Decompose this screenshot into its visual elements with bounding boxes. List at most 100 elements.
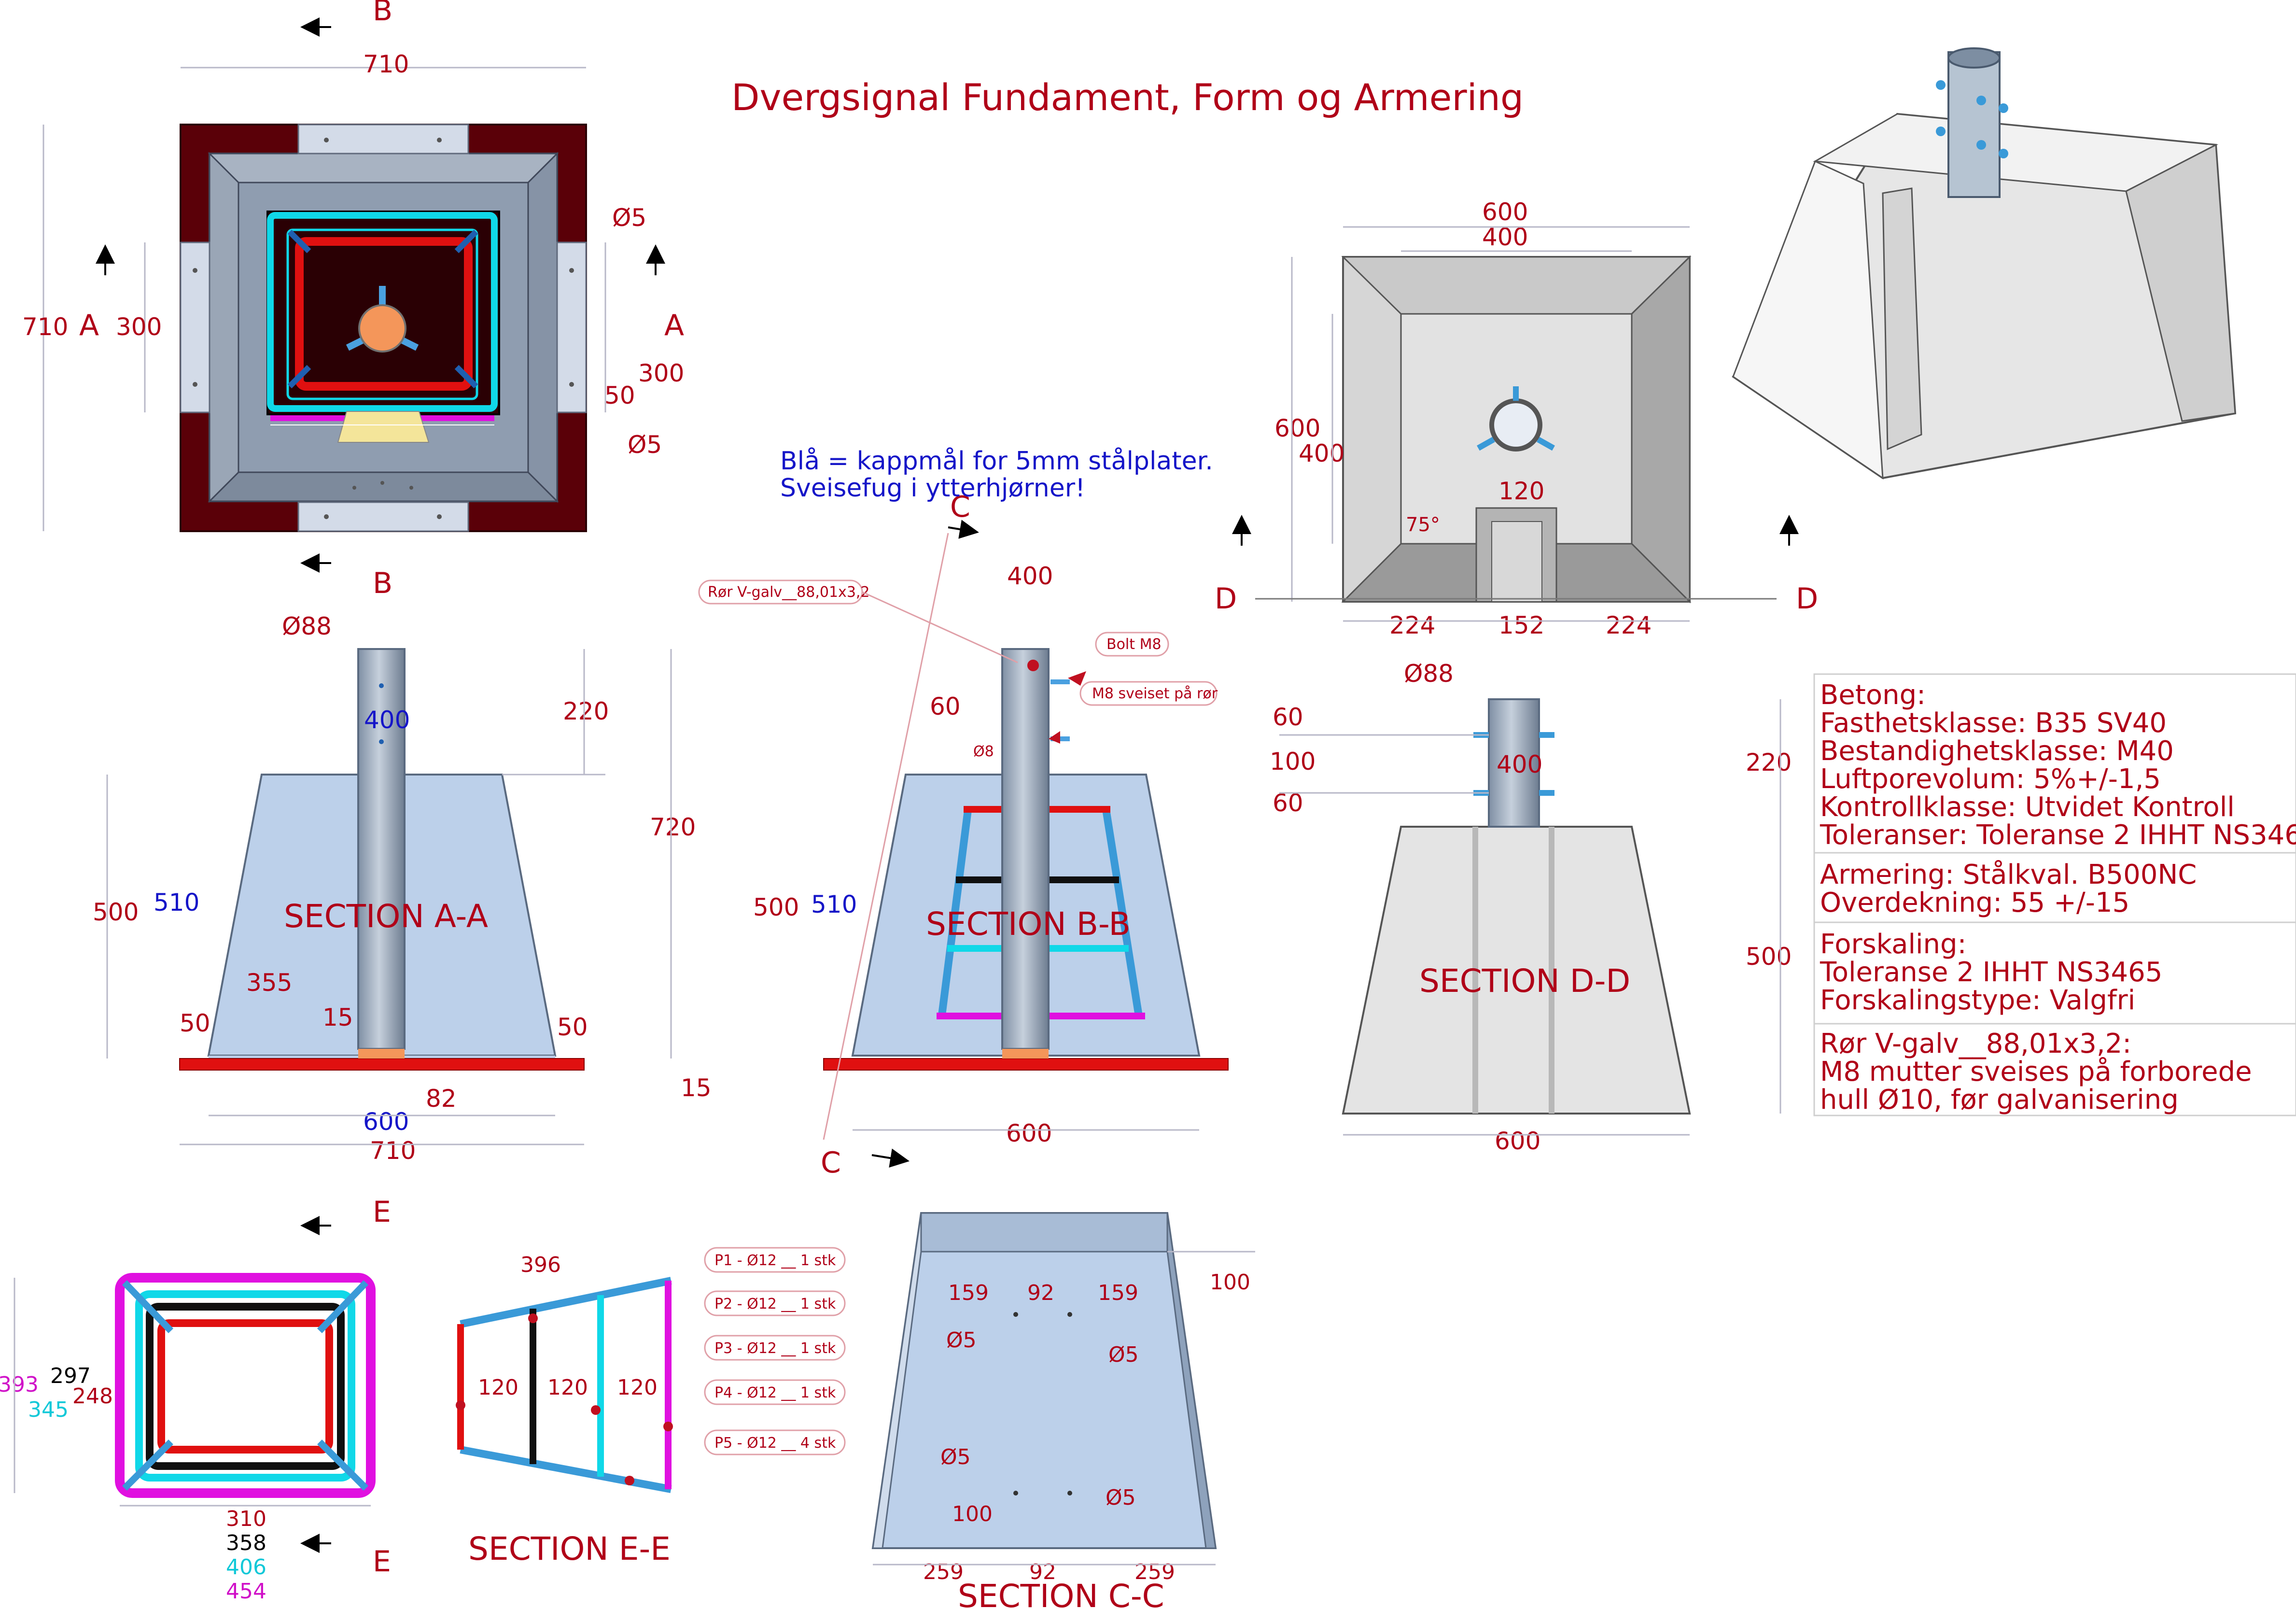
cut-label-c-top: C [950,490,970,524]
ee-dim-120b: 120 [547,1375,588,1400]
bb-dim-60: 60 [930,692,961,720]
aa-dim-355: 355 [246,969,292,997]
bb-dim-400: 400 [1007,562,1053,590]
dd-dim-100: 100 [1270,748,1316,776]
section-aa-title: SECTION A-A [284,898,488,935]
aa-dim-dia: Ø88 [282,612,332,640]
aa-dim-15-bottom: 15 [681,1074,712,1102]
aa-dim-15: 15 [322,1003,353,1031]
plan-dim-dia5-bottom: Ø5 [628,431,662,459]
section-aa: SECTION A-A Ø88 400 220 720 500 510 355 … [93,612,712,1165]
spec-forskaling-2: Forskalingstype: Valgfri [1820,985,2135,1016]
plan-dim-50: 50 [604,381,635,409]
top-dim-400w: 400 [1482,223,1528,251]
aa-dim-720: 720 [650,813,696,841]
callout-pipe-text: Rør V-galv__88,01x3,2 [708,584,870,601]
callout-bolt [1095,632,1169,657]
section-bb-title: SECTION B-B [926,905,1131,943]
section-dd: SECTION D-D Ø88 60 100 60 400 220 500 60… [1270,660,1792,1155]
spec-betong-3: Luftporevolum: 5%+/-1,5 [1820,763,2161,795]
section-cc-title: SECTION C-C [958,1578,1164,1609]
top-dim-600h: 600 [1274,414,1320,442]
plan-dim-right-inner: 300 [638,359,684,387]
dd-dim-dia: Ø88 [1404,660,1454,688]
ee-dim-396: 396 [520,1253,561,1277]
dd-dim-400: 400 [1497,750,1542,778]
aa-dim-50-left: 50 [180,1009,210,1037]
dd-dim-600: 600 [1495,1127,1540,1155]
spec-forskaling-1: Toleranse 2 IHHT NS3465 [1820,957,2162,988]
cut-label-c-bottom: C [821,1146,841,1180]
top-dim-224-left: 224 [1389,611,1435,639]
part-p4: P4 - Ø12 __ 1 stk [714,1384,836,1401]
top-dim-224-right: 224 [1606,611,1652,639]
spec-betong-4: Kontrollklasse: Utvidet Kontroll [1820,791,2235,823]
aa-dim-50-right: 50 [557,1013,588,1041]
top-dim-120: 120 [1498,477,1544,505]
top-dim-angle: 75° [1406,514,1440,536]
aa-dim-510: 510 [154,889,199,917]
plan-dim-top: 710 [363,50,409,78]
spec-ror-1: M8 mutter sveises på forborede [1820,1056,2252,1087]
cc-dim-92: 92 [1027,1281,1054,1305]
e-dim-393: 393 [0,1372,39,1397]
note-blue-line-1: Blå = kappmål for 5mm stålplater. [780,447,1213,476]
drawing-title: Dvergsignal Fundament, Form og Armering [731,76,1524,119]
section-ee-title: SECTION E-E [468,1530,671,1567]
cut-label-d-left: D [1215,582,1237,616]
e-dim-406: 406 [226,1555,266,1580]
e-dim-248: 248 [72,1384,113,1409]
cc-dim-dia5b: Ø5 [1108,1342,1139,1367]
spec-ror-2: hull Ø10, før galvanisering [1820,1084,2179,1115]
e-dim-297: 297 [50,1364,91,1388]
section-cc: 159 92 159 100 Ø5 Ø5 Ø5 Ø5 100 259 92 25… [871,1212,1255,1609]
part-p5: P5 - Ø12 __ 4 stk [714,1435,836,1452]
spec-betong-5: Toleranser: Toleranse 2 IHHT NS3465 [1820,819,2296,851]
note-blue-line-2: Sveisefug i ytterhjørner! [780,474,1085,503]
cut-label-b-top: B [373,0,392,28]
e-dim-358: 358 [226,1531,266,1555]
ee-dim-120a: 120 [478,1375,518,1400]
bb-dim-600: 600 [1006,1119,1052,1147]
ee-dim-120c: 120 [617,1375,658,1400]
cc-dim-dia5c: Ø5 [940,1445,971,1469]
cut-label-a-right: A [664,309,684,342]
part-p3: P3 - Ø12 __ 1 stk [714,1340,836,1357]
dd-dim-220: 220 [1746,748,1792,776]
spec-forskaling-0: Forskaling: [1820,929,1966,960]
spec-box: Betong: Fasthetsklasse: B35 SV40 Bestand… [1813,673,2296,1116]
cc-dim-159b: 159 [1098,1281,1138,1305]
top-dim-600w: 600 [1482,198,1528,226]
cc-dim-159a: 159 [948,1281,989,1305]
aa-dim-220: 220 [563,697,609,725]
iso-view [1732,47,2237,480]
plan-dim-inner: 300 [116,313,162,341]
part-p2: P2 - Ø12 __ 1 stk [714,1296,836,1313]
part-p1: P1 - Ø12 __ 1 stk [714,1252,836,1269]
plan-view: 710 710 300 300 50 Ø5 Ø5 B B A A [22,0,684,600]
cc-dim-100r: 100 [1210,1270,1250,1295]
aa-dim-82: 82 [426,1085,457,1113]
spec-betong-1: Fasthetsklasse: B35 SV40 [1820,707,2167,739]
section-ee: 396 120 120 120 SECTION E-E P1 - Ø12 __ … [456,1247,846,1567]
spec-betong-0: Betong: [1820,679,1926,711]
section-bb: SECTION B-B 400 60 Ø8 500 510 600 Rør V-… [698,490,1229,1180]
e-dim-345: 345 [28,1397,69,1422]
cut-arrow-c-bottom [871,1148,910,1168]
dd-dim-60-top: 60 [1273,703,1303,731]
aa-dim-400: 400 [364,706,410,734]
callout-m8-text: M8 sveiset på rør [1092,685,1218,702]
cut-label-d-right: D [1796,582,1818,616]
aa-dim-500: 500 [93,898,139,926]
dd-dim-500: 500 [1746,943,1792,971]
top-dim-400h: 400 [1299,439,1344,467]
dd-dim-60-bottom: 60 [1273,789,1303,817]
spec-armering-0: Armering: Stålkval. B500NC [1820,859,2197,890]
plan-dim-dia5-top: Ø5 [612,204,646,232]
cut-label-e-bottom: E [373,1545,391,1579]
callout-m8 [1079,681,1218,706]
callout-bolt-text: Bolt M8 [1106,636,1162,653]
bb-dim-510: 510 [811,890,857,918]
section-dd-title: SECTION D-D [1419,962,1630,1000]
